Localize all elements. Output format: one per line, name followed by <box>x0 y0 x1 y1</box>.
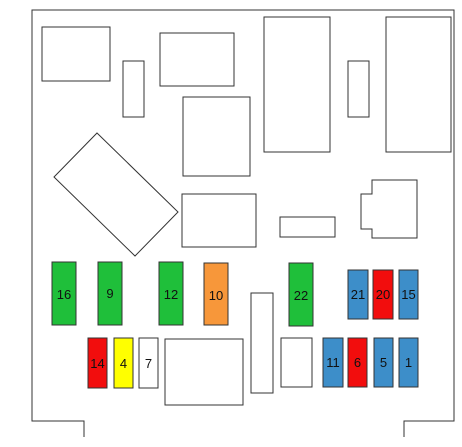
fuse-body <box>87 337 108 389</box>
fuse-15: 15 <box>398 269 419 320</box>
fuse-body <box>51 261 77 326</box>
relay-block <box>159 32 235 87</box>
relay-block <box>164 338 244 406</box>
fuse-5: 5 <box>373 337 394 388</box>
fuse-body <box>158 261 184 326</box>
fuse-label: 6 <box>354 355 361 370</box>
fuse-label: 14 <box>90 356 104 371</box>
fuse-label: 10 <box>209 288 223 303</box>
fuse-label: 9 <box>106 286 113 301</box>
fuse-body <box>373 337 394 388</box>
fuse-label: 15 <box>401 287 415 302</box>
fuse-label: 12 <box>164 287 178 302</box>
fuse-7: 7 <box>138 337 159 389</box>
fuse-label: 22 <box>294 288 308 303</box>
fuse-body <box>97 261 123 326</box>
fuse-label: 20 <box>376 287 390 302</box>
fuse-14: 14 <box>87 337 108 389</box>
relay-block <box>41 26 111 82</box>
fuse-body <box>372 269 394 320</box>
fuse-label: 4 <box>120 356 127 371</box>
relay-block <box>122 60 145 118</box>
fuse-22: 22 <box>288 262 314 327</box>
fuse-label: 5 <box>380 355 387 370</box>
fuse-body <box>347 269 369 320</box>
fuse-body <box>203 262 229 326</box>
fuse-12: 12 <box>158 261 184 326</box>
fuse-label: 16 <box>57 287 71 302</box>
fuse-10: 10 <box>203 262 229 326</box>
fuse-body <box>113 337 134 389</box>
fuse-21: 21 <box>347 269 369 320</box>
relay-block <box>279 216 336 238</box>
relay-block <box>181 193 257 248</box>
fuse-label: 21 <box>351 287 365 302</box>
fuse-label: 11 <box>326 355 340 370</box>
fuse-body <box>398 337 419 388</box>
fuse-label: 1 <box>405 355 412 370</box>
fuse-1: 1 <box>398 337 419 388</box>
fuse-16: 16 <box>51 261 77 326</box>
fuse-body <box>288 262 314 327</box>
fuse-body <box>138 337 159 389</box>
relay-block-notched <box>360 179 418 239</box>
relay-block <box>182 96 251 177</box>
relay-block <box>250 292 274 394</box>
fuse-9: 9 <box>97 261 123 326</box>
fuse-box-outline <box>31 9 455 437</box>
relay-block <box>385 16 452 153</box>
fuse-body <box>398 269 419 320</box>
fuse-20: 20 <box>372 269 394 320</box>
fuse-6: 6 <box>347 337 368 388</box>
fuse-4: 4 <box>113 337 134 389</box>
fuse-body <box>322 337 344 388</box>
relay-block <box>347 60 370 118</box>
fuse-label: 7 <box>145 356 152 371</box>
relay-block <box>280 337 313 388</box>
fuse-11: 11 <box>322 337 344 388</box>
relay-block <box>263 16 331 153</box>
fuse-body <box>347 337 368 388</box>
relay-block-rotated <box>53 132 179 257</box>
